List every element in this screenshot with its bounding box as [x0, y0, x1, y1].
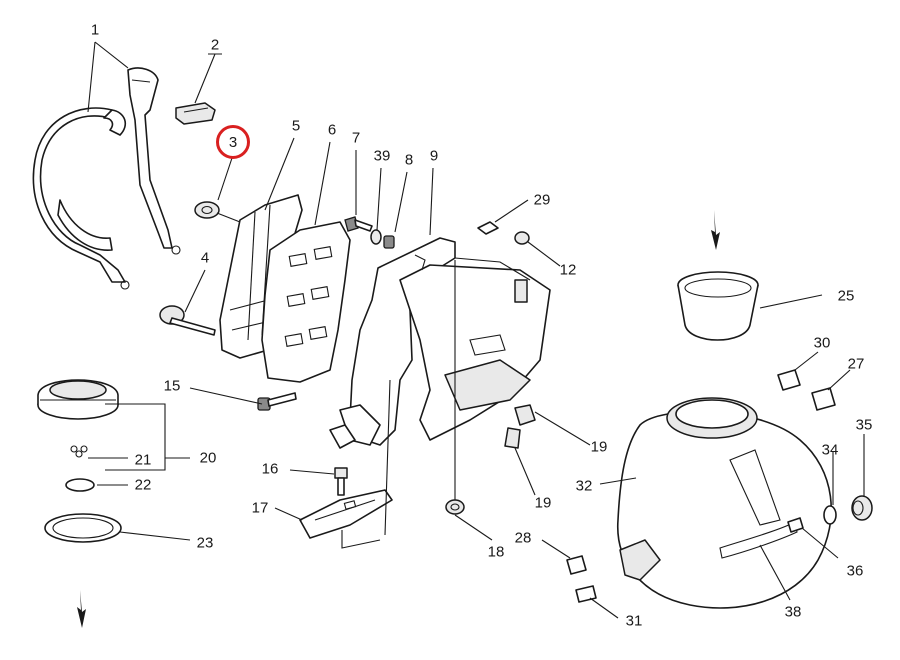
- callout-27[interactable]: 27: [847, 355, 865, 373]
- callout-19-lower[interactable]: 19: [534, 494, 552, 512]
- callout-34[interactable]: 34: [821, 441, 839, 459]
- frame-part-9: [329, 237, 551, 449]
- washer-part-39: [370, 229, 382, 245]
- tank-cap-part-20: [37, 379, 119, 420]
- callout-19-upper[interactable]: 19: [590, 438, 608, 456]
- nut-part-18: [445, 499, 465, 515]
- callout-7[interactable]: 7: [351, 129, 361, 147]
- callout-16[interactable]: 16: [261, 460, 279, 478]
- nut-part-12: [514, 231, 530, 245]
- label-part-27: [811, 387, 836, 411]
- bolt-part-15: [257, 392, 297, 411]
- gasket-part-23: [44, 513, 122, 543]
- callout-4[interactable]: 4: [200, 249, 210, 267]
- callout-18[interactable]: 18: [487, 543, 505, 561]
- grommet-part-3: [194, 201, 241, 223]
- fitting-part-35: [851, 495, 873, 521]
- callout-1[interactable]: 1: [90, 21, 100, 39]
- callout-36[interactable]: 36: [846, 562, 864, 580]
- callout-30[interactable]: 30: [813, 334, 831, 352]
- callout-6[interactable]: 6: [327, 121, 337, 139]
- callout-9[interactable]: 9: [429, 147, 439, 165]
- callout-21[interactable]: 21: [134, 451, 152, 469]
- back-plate-part-6: [261, 221, 351, 383]
- filter-disc-part-21: [70, 445, 88, 458]
- strainer-part-25: [677, 271, 759, 341]
- callout-38[interactable]: 38: [784, 603, 802, 621]
- leader-lines: [87, 41, 865, 619]
- nut-part-8: [383, 235, 395, 249]
- callout-25[interactable]: 25: [837, 287, 855, 305]
- label-part-31: [575, 585, 597, 603]
- callout-12[interactable]: 12: [559, 261, 577, 279]
- fitting-part-19: [504, 404, 536, 449]
- callout-39[interactable]: 39: [373, 147, 391, 165]
- callout-17[interactable]: 17: [251, 499, 269, 517]
- bolt-part-4: [159, 305, 216, 336]
- callout-2[interactable]: 2: [210, 36, 220, 54]
- label-part-30: [777, 369, 801, 391]
- direction-arrow-icon: [711, 210, 720, 250]
- label-part-29: [477, 221, 499, 235]
- tank-part-32: [617, 397, 833, 609]
- label-part-36: [787, 517, 804, 533]
- callout-31[interactable]: 31: [625, 612, 643, 630]
- bracket-part-17: [299, 489, 393, 539]
- screw-part-7: [344, 216, 373, 232]
- callout-3-highlighted[interactable]: 3: [216, 125, 250, 159]
- callout-5[interactable]: 5: [291, 117, 301, 135]
- callout-35[interactable]: 35: [855, 416, 873, 434]
- callout-32[interactable]: 32: [575, 477, 593, 495]
- callout-20[interactable]: 20: [199, 449, 217, 467]
- o-ring-part-34: [823, 505, 837, 525]
- callout-23[interactable]: 23: [196, 534, 214, 552]
- direction-arrow-icon: [77, 590, 86, 628]
- callout-8[interactable]: 8: [404, 151, 414, 169]
- buckle-part-2: [175, 102, 216, 125]
- callout-22[interactable]: 22: [134, 476, 152, 494]
- label-part-28: [566, 555, 587, 575]
- o-ring-part-22: [65, 478, 95, 492]
- callout-29[interactable]: 29: [533, 191, 551, 209]
- shoulder-strap-part-1: [32, 67, 181, 290]
- callout-28[interactable]: 28: [514, 529, 532, 547]
- bolt-part-16: [334, 467, 348, 496]
- callout-15[interactable]: 15: [163, 377, 181, 395]
